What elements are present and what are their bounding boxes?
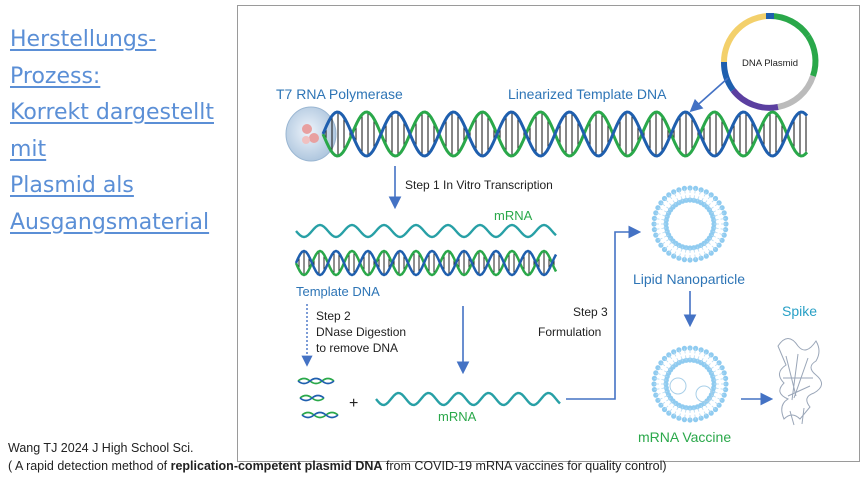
plasmid-arrow bbox=[689, 77, 729, 113]
step2-line-2: DNase Digestion bbox=[316, 325, 406, 339]
dna-fragments bbox=[297, 377, 339, 419]
spike-label: Spike bbox=[782, 303, 817, 319]
title-line-5[interactable]: Plasmid als bbox=[10, 173, 134, 198]
citation-line-2: ( A rapid detection method of replicatio… bbox=[8, 459, 667, 473]
mrna-top-label: mRNA bbox=[494, 208, 533, 223]
title-line-2[interactable]: Prozess: bbox=[10, 63, 101, 89]
citation-line-1: Wang TJ 2024 J High School Sci. bbox=[8, 441, 194, 455]
step2-label: Step 2 DNase Digestion to remove DNA bbox=[316, 309, 409, 355]
polymerase-label: T7 RNA Polymerase bbox=[276, 86, 403, 102]
plus-sign: + bbox=[349, 395, 358, 412]
mrna-strand-bottom bbox=[375, 391, 561, 407]
polymerase-icon bbox=[285, 106, 337, 162]
template-dna-small bbox=[294, 249, 558, 277]
step3-line-1: Step 3 bbox=[573, 305, 608, 319]
template-label: Linearized Template DNA bbox=[508, 86, 667, 102]
lipid-nanoparticle bbox=[651, 185, 729, 263]
step2-line-3: to remove DNA bbox=[316, 341, 398, 355]
title-line-3[interactable]: Korrekt dargestellt bbox=[10, 100, 214, 125]
mrna-vaccine-particle bbox=[651, 345, 729, 423]
step2-line-1: Step 2 bbox=[316, 309, 351, 323]
diagram-frame: DNA Plasmid T7 RNA Polymerase Linearized… bbox=[237, 5, 860, 462]
mrna-strand-top bbox=[295, 223, 557, 239]
lipid-label: Lipid Nanoparticle bbox=[633, 271, 745, 287]
citation-bold: replication-competent plasmid DNA bbox=[170, 459, 383, 473]
template-dna-label: Template DNA bbox=[296, 284, 380, 299]
citation-pre: ( A rapid detection method of bbox=[8, 459, 171, 473]
step3-arrow bbox=[566, 225, 642, 400]
step3-label: Step 3 Formulation bbox=[538, 305, 611, 339]
mrna-bottom-label: mRNA bbox=[438, 409, 477, 424]
citation-post: from COVID-19 mRNA vaccines for quality … bbox=[382, 459, 667, 473]
spike-protein-icon bbox=[777, 338, 822, 426]
plasmid-label: DNA Plasmid bbox=[742, 58, 798, 69]
title-line-6[interactable]: Ausgangsmaterial bbox=[10, 209, 210, 235]
title-line-4[interactable]: mit bbox=[10, 136, 47, 162]
process-diagram: DNA Plasmid T7 RNA Polymerase Linearized… bbox=[276, 12, 822, 445]
step1-label: Step 1 In Vitro Transcription bbox=[405, 178, 553, 192]
title-link[interactable]: Herstellungs- Prozess: Korrekt dargestel… bbox=[10, 22, 235, 241]
template-dna-helix bbox=[321, 110, 809, 158]
dna-plasmid: DNA Plasmid bbox=[720, 12, 819, 111]
vaccine-label: mRNA Vaccine bbox=[638, 429, 731, 445]
title-line-1[interactable]: Herstellungs- bbox=[10, 27, 157, 52]
step3-line-2: Formulation bbox=[538, 325, 601, 339]
